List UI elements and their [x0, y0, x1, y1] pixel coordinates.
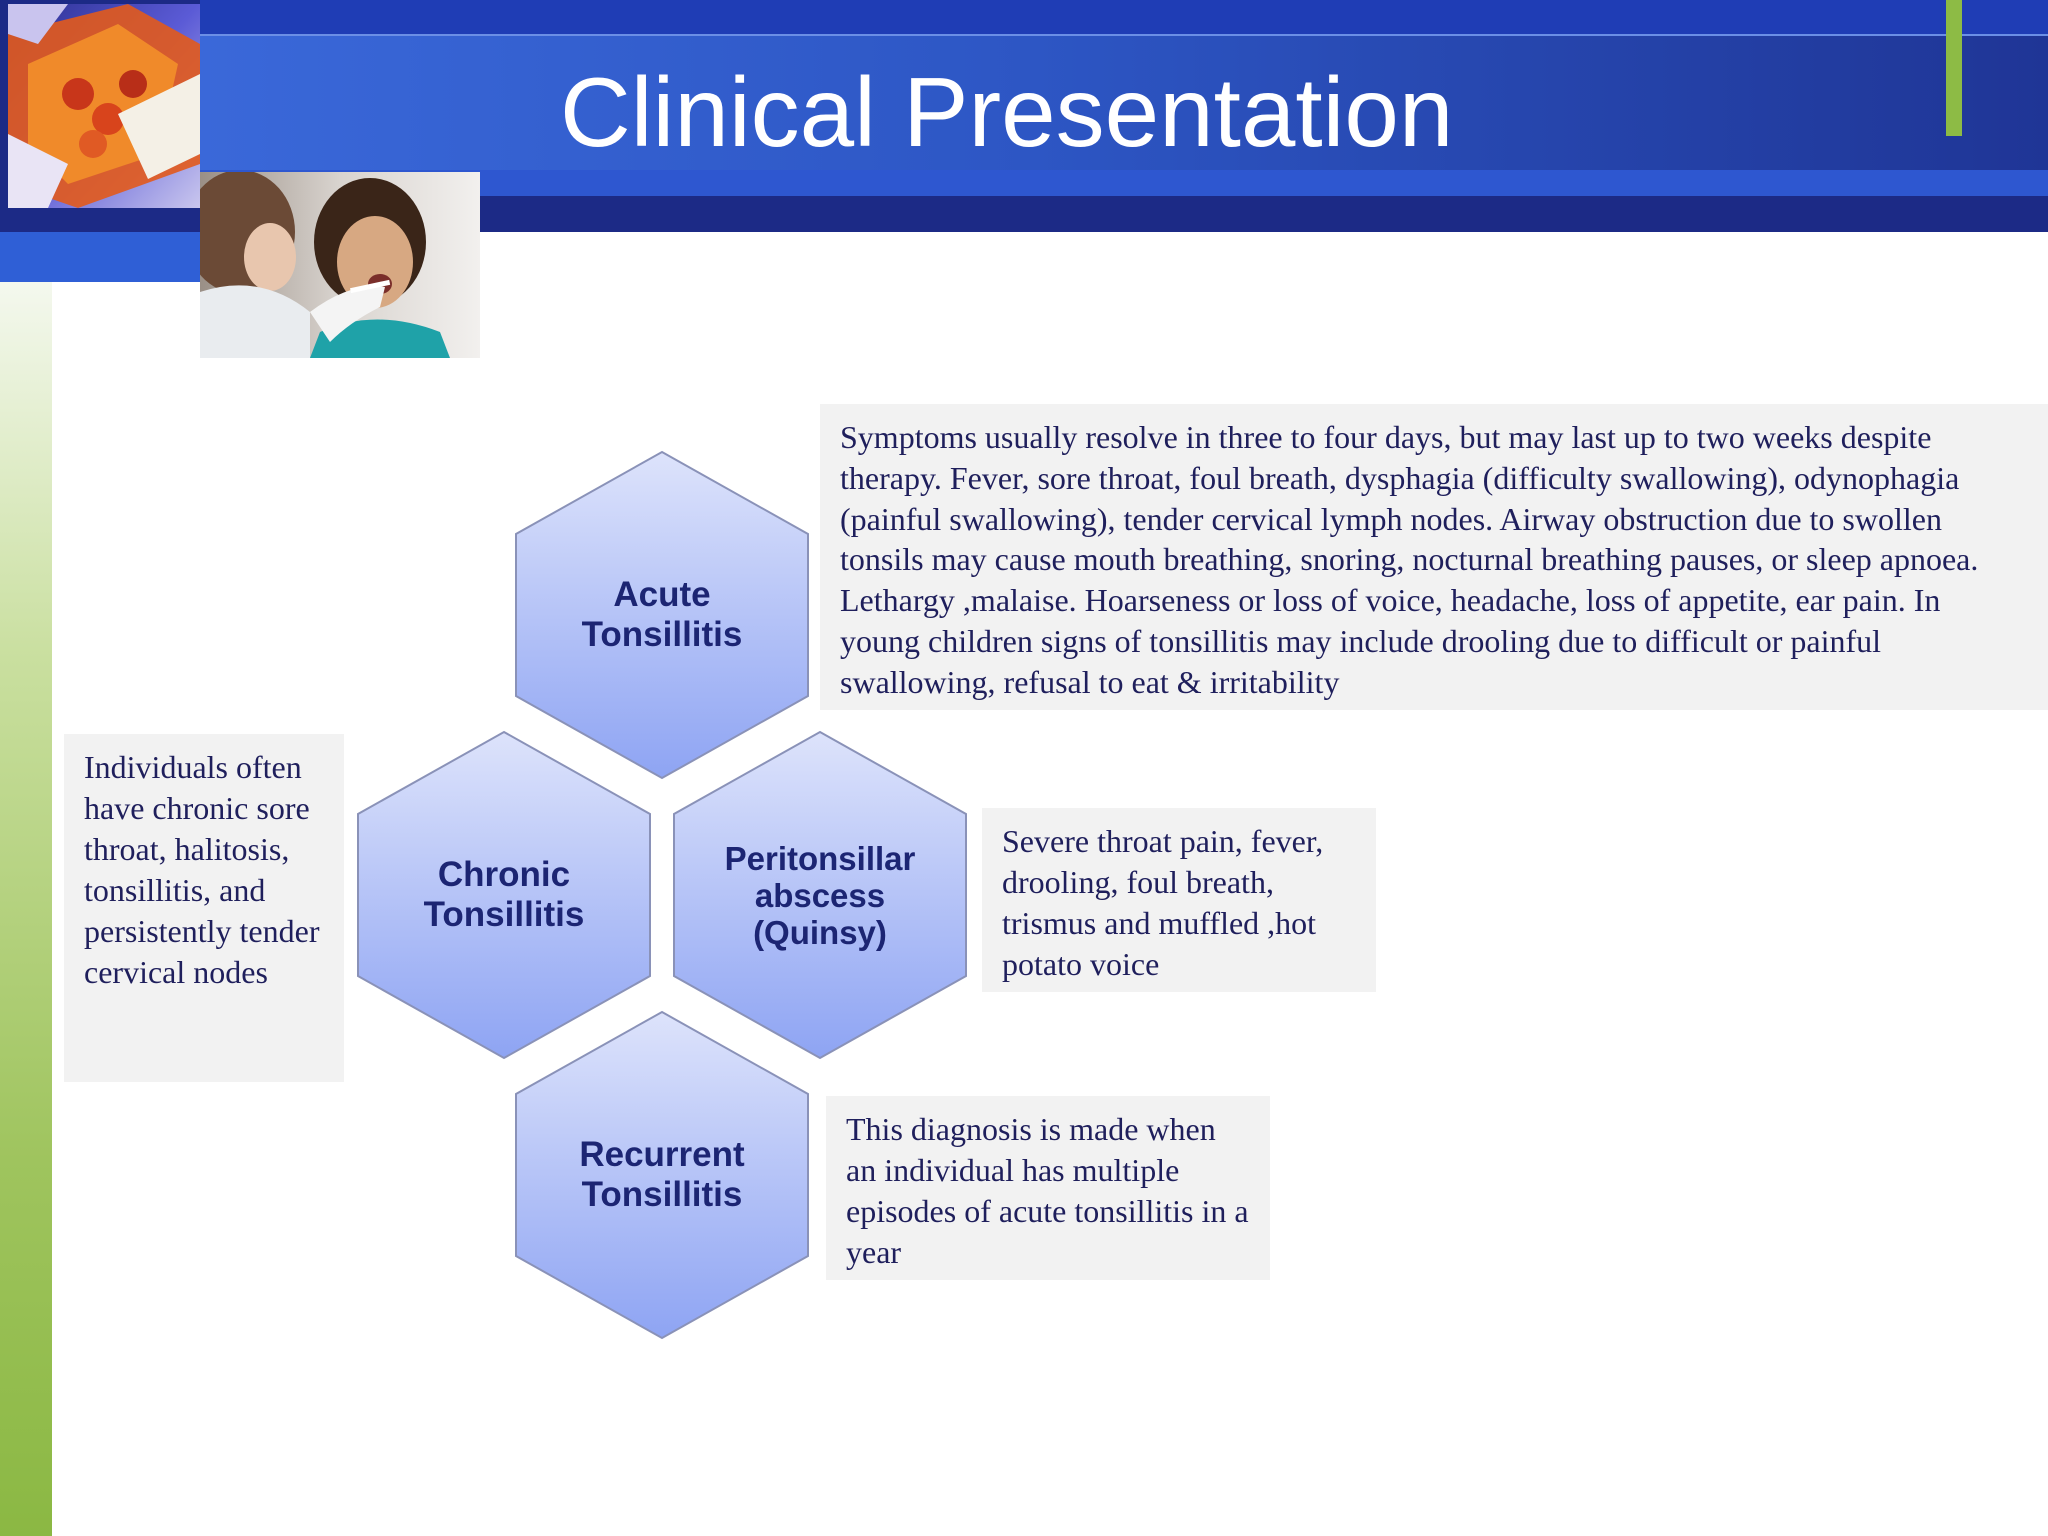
hexagon-label: Acute Tonsillitis — [581, 575, 743, 654]
side-strip — [0, 282, 52, 1536]
recurrent-tonsillitis-description: This diagnosis is made when an individua… — [826, 1096, 1270, 1280]
hexagon-label: Peritonsillar abscess (Quinsy) — [724, 839, 916, 951]
accent-line — [1946, 0, 1962, 136]
hexagon-label: Recurrent Tonsillitis — [579, 1135, 745, 1214]
medicine-bottle-photo — [8, 4, 200, 208]
hexagon-label: Chronic Tonsillitis — [423, 855, 585, 934]
hexagon-chronic-tonsillitis: Chronic Tonsillitis — [356, 730, 652, 1060]
header-left-block — [0, 232, 200, 282]
header-top-band — [200, 0, 2048, 34]
hexagon-acute-tonsillitis: Acute Tonsillitis — [514, 450, 810, 780]
hexagon-recurrent-tonsillitis: Recurrent Tonsillitis — [514, 1010, 810, 1340]
quinsy-description: Severe throat pain, fever, drooling, fou… — [982, 808, 1376, 992]
header-light-band — [200, 170, 2048, 196]
hexagon-peritonsillar-abscess: Peritonsillar abscess (Quinsy) — [672, 730, 968, 1060]
slide-title: Clinical Presentation — [560, 57, 1454, 167]
throat-examination-photo — [200, 172, 480, 358]
chronic-tonsillitis-description: Individuals often have chronic sore thro… — [64, 734, 344, 1082]
title-band — [200, 34, 2048, 172]
acute-tonsillitis-description: Symptoms usually resolve in three to fou… — [820, 404, 2048, 710]
